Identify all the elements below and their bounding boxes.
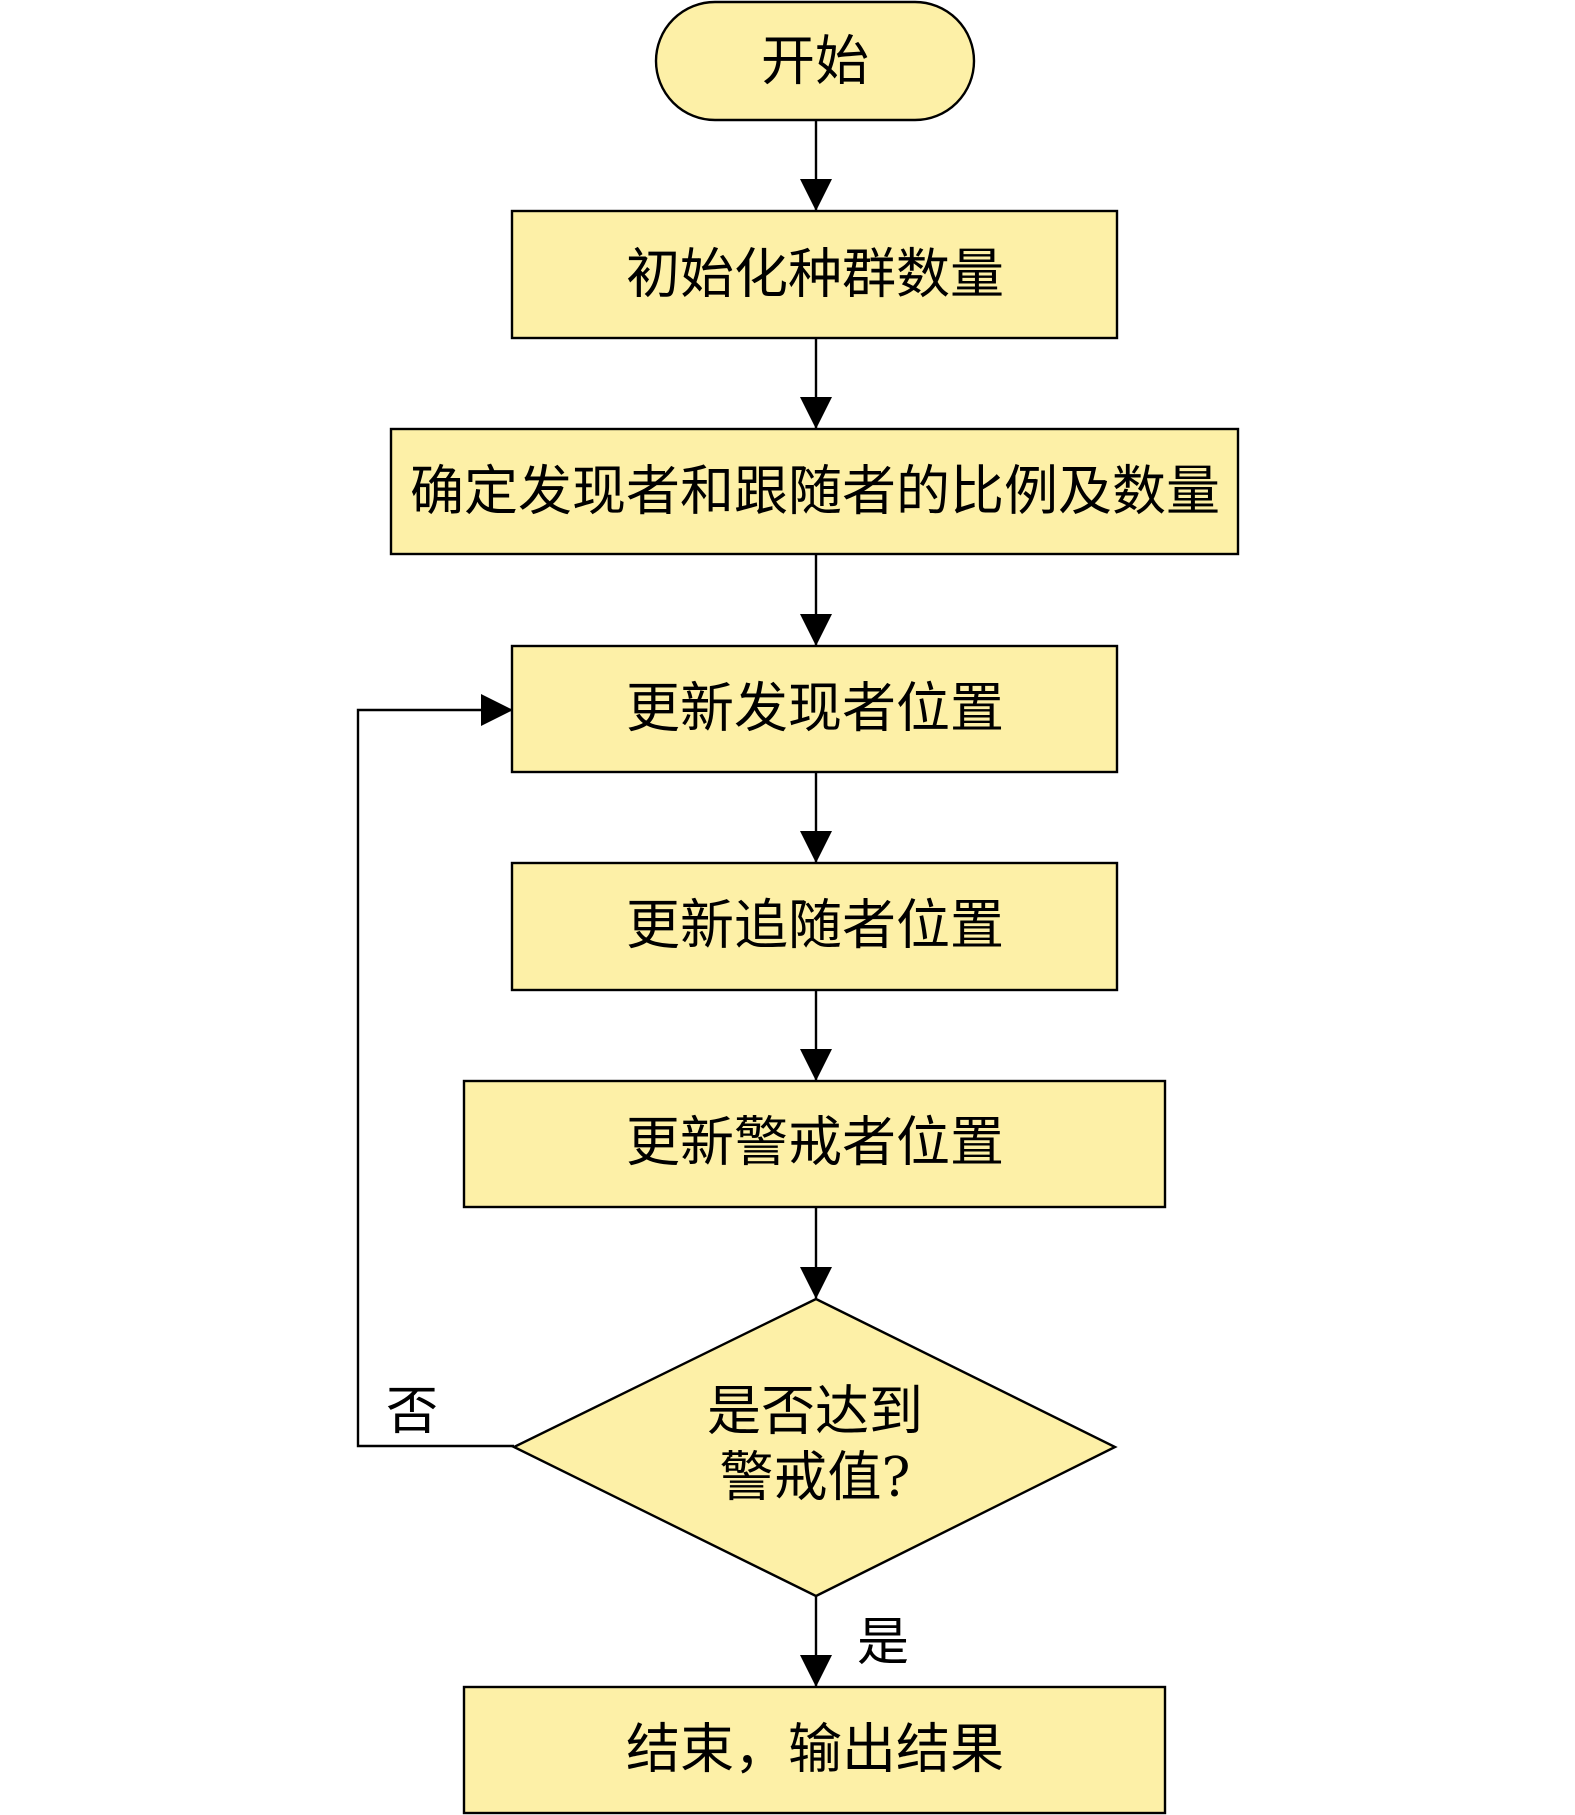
check-alert-node: 是否达到 警戒值? <box>511 1297 1118 1598</box>
start-label: 开始 <box>761 30 869 93</box>
set-ratio-node: 确定发现者和跟随者的比例及数量 <box>389 427 1240 556</box>
end-output-box <box>462 1685 1167 1815</box>
edge-label-no: 否 <box>386 1382 438 1442</box>
update-follower-node: 更新追随者位置 <box>510 861 1119 992</box>
update-watcher-box <box>462 1079 1167 1209</box>
update-watcher-node: 更新警戒者位置 <box>462 1079 1167 1209</box>
start-node: 开始 <box>654 0 976 122</box>
init-population-label: 初始化种群数量 <box>626 243 1004 306</box>
start-terminator-shape <box>654 0 976 122</box>
init-population-node: 初始化种群数量 <box>510 209 1119 340</box>
end-output-node: 结束，输出结果 <box>462 1685 1167 1815</box>
connectors <box>356 120 832 1687</box>
end-output-label: 结束，输出结果 <box>626 1718 1004 1781</box>
update-follower-label: 更新追随者位置 <box>626 894 1004 957</box>
check-alert-label-line1: 是否达到 <box>707 1380 923 1443</box>
update-discoverer-node: 更新发现者位置 <box>510 644 1119 774</box>
edge-decision-no-loop <box>356 694 514 1448</box>
check-alert-label-line2: 警戒值? <box>720 1446 911 1509</box>
check-alert-diamond <box>511 1297 1118 1598</box>
edge-label-yes: 是 <box>857 1613 909 1673</box>
set-ratio-label: 确定发现者和跟随者的比例及数量 <box>410 460 1220 523</box>
update-watcher-label: 更新警戒者位置 <box>626 1111 1004 1174</box>
update-discoverer-box <box>510 644 1119 774</box>
init-population-box <box>510 209 1119 340</box>
set-ratio-box <box>389 427 1240 556</box>
update-discoverer-label: 更新发现者位置 <box>626 677 1004 740</box>
update-follower-box <box>510 861 1119 992</box>
